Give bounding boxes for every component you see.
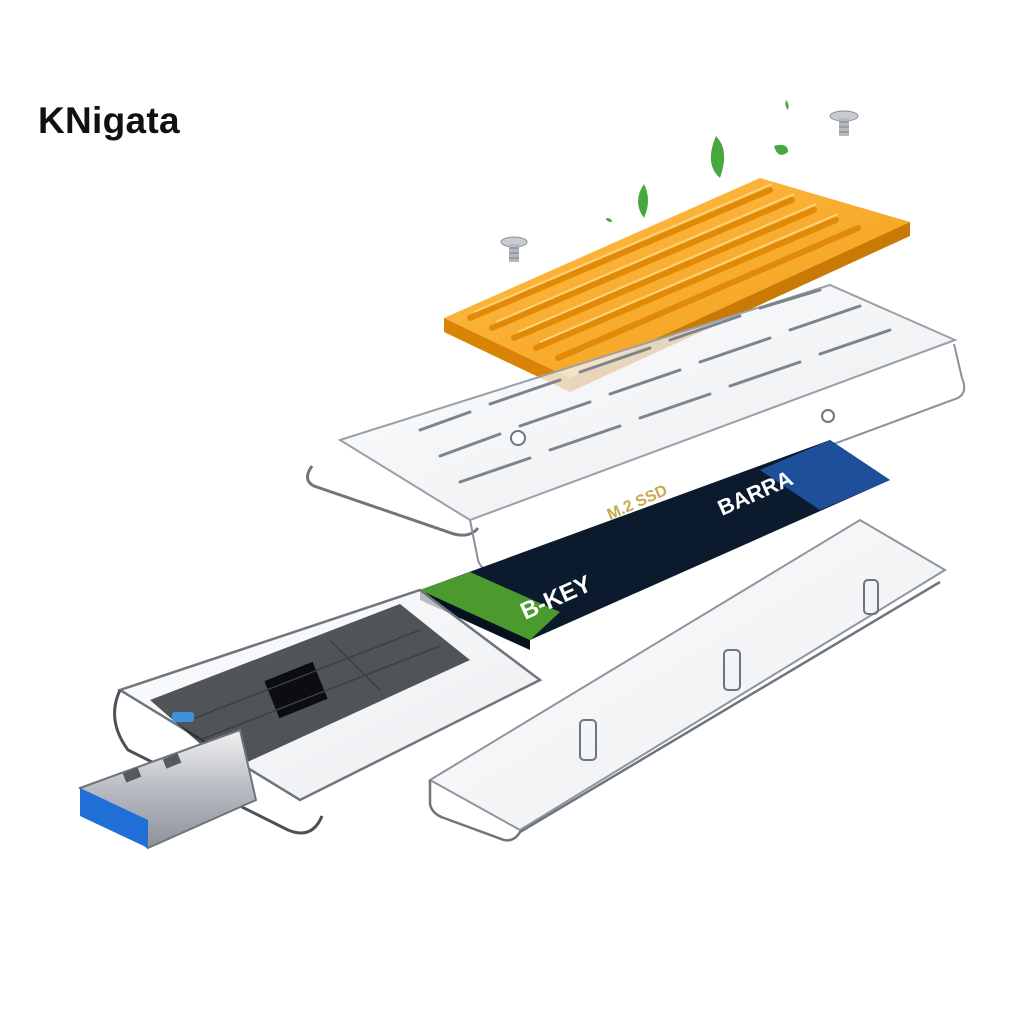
screw-icon (829, 110, 859, 136)
leaf-icon (710, 136, 725, 178)
base-tray (428, 518, 947, 842)
leaf-icon (606, 218, 612, 222)
brand-logo: KNigata (38, 100, 180, 141)
vented-lid (306, 283, 966, 571)
screw-icon (500, 236, 528, 262)
usb-plug (78, 728, 258, 850)
leaf-icon (638, 184, 648, 218)
leaf-icon (774, 144, 788, 155)
leaf-icon (785, 100, 789, 110)
